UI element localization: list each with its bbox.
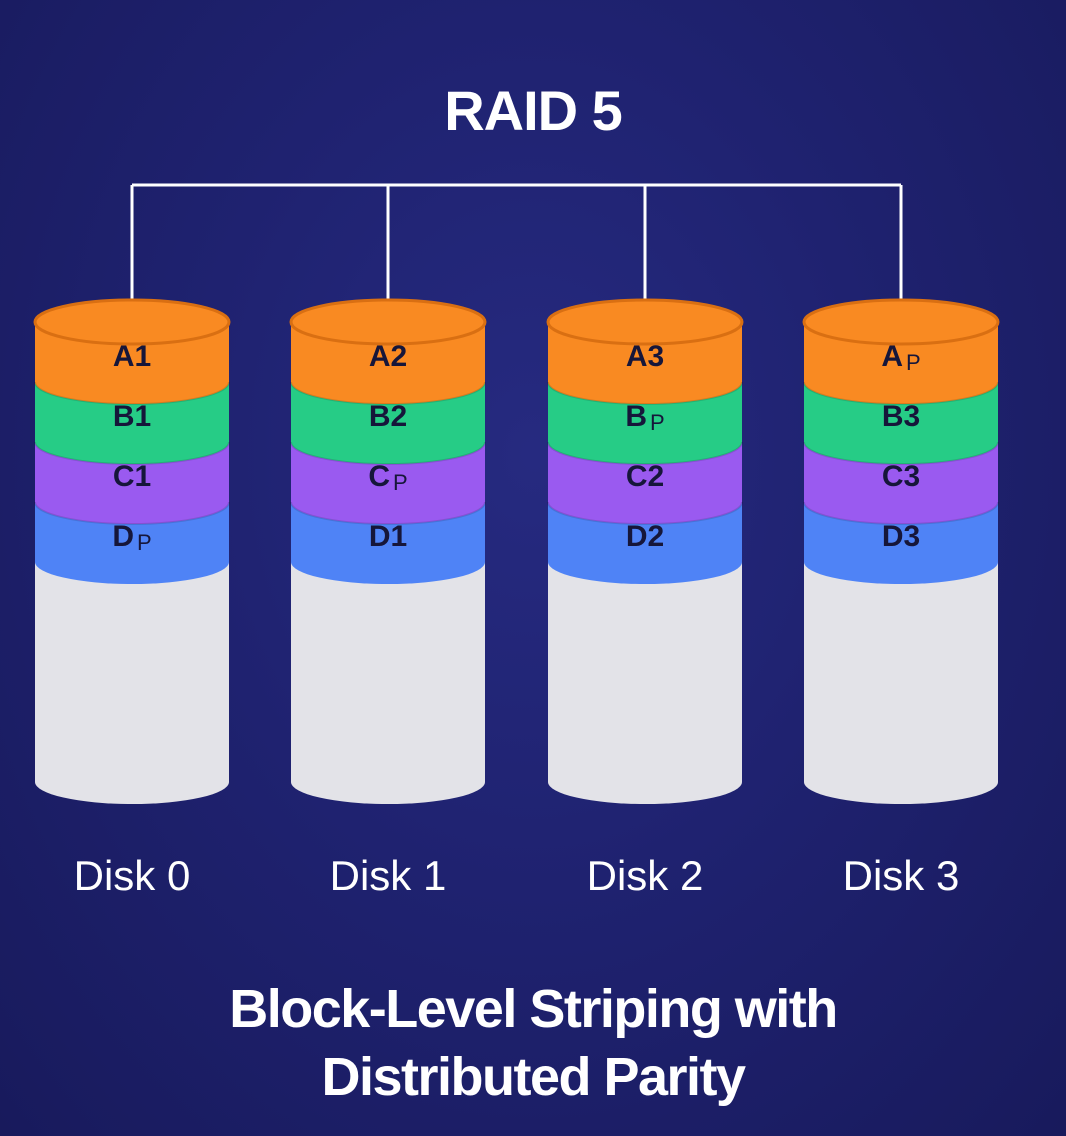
disk-top xyxy=(289,298,487,346)
disk-body xyxy=(548,562,742,804)
block-label: D3 xyxy=(882,520,920,553)
block-label: C1 xyxy=(113,460,151,493)
band-divider xyxy=(547,441,743,465)
disk-body xyxy=(35,562,229,804)
diagram-title: RAID 5 xyxy=(444,79,623,142)
disk-name-label: Disk 1 xyxy=(330,852,447,899)
block-label: C3 xyxy=(882,460,920,493)
disk-top xyxy=(33,298,231,346)
band-divider xyxy=(803,381,999,405)
block-label: D1 xyxy=(369,520,407,553)
band-divider xyxy=(290,441,486,465)
block-band xyxy=(548,442,742,524)
band-divider xyxy=(803,441,999,465)
block-label: A3 xyxy=(626,340,664,373)
block-band xyxy=(291,382,485,464)
block-band xyxy=(804,442,998,524)
block-band xyxy=(804,382,998,464)
disk-top xyxy=(802,298,1000,346)
subtitle-line-2: Distributed Parity xyxy=(321,1047,746,1107)
disk-name-label: Disk 2 xyxy=(587,852,704,899)
block-label: A1 xyxy=(113,340,151,373)
block-band xyxy=(291,502,485,584)
block-label: B2 xyxy=(369,400,407,433)
band-divider xyxy=(547,501,743,525)
band-divider xyxy=(34,381,230,405)
disk-body xyxy=(291,562,485,804)
block-label: A2 xyxy=(369,340,407,373)
block-label: B1 xyxy=(113,400,151,433)
block-band xyxy=(804,502,998,584)
connector-lines xyxy=(130,183,903,310)
block-band xyxy=(35,442,229,524)
block-label: C2 xyxy=(626,460,664,493)
band-divider xyxy=(34,441,230,465)
band-divider xyxy=(34,501,230,525)
diagram-subtitle: Block-Level Striping with Distributed Pa… xyxy=(0,975,1066,1111)
band-divider xyxy=(290,501,486,525)
block-band xyxy=(548,382,742,464)
subtitle-line-1: Block-Level Striping with xyxy=(229,979,838,1039)
block-band xyxy=(35,382,229,464)
band-divider xyxy=(547,381,743,405)
disk-name-label: Disk 3 xyxy=(843,852,960,899)
block-label: B3 xyxy=(882,400,920,433)
block-band xyxy=(35,502,229,584)
disk-body xyxy=(804,562,998,804)
block-band xyxy=(548,502,742,584)
block-band xyxy=(291,442,485,524)
disk-name-label: Disk 0 xyxy=(74,852,191,899)
disk-top xyxy=(546,298,744,346)
band-divider xyxy=(803,501,999,525)
block-label: D2 xyxy=(626,520,664,553)
band-divider xyxy=(290,381,486,405)
